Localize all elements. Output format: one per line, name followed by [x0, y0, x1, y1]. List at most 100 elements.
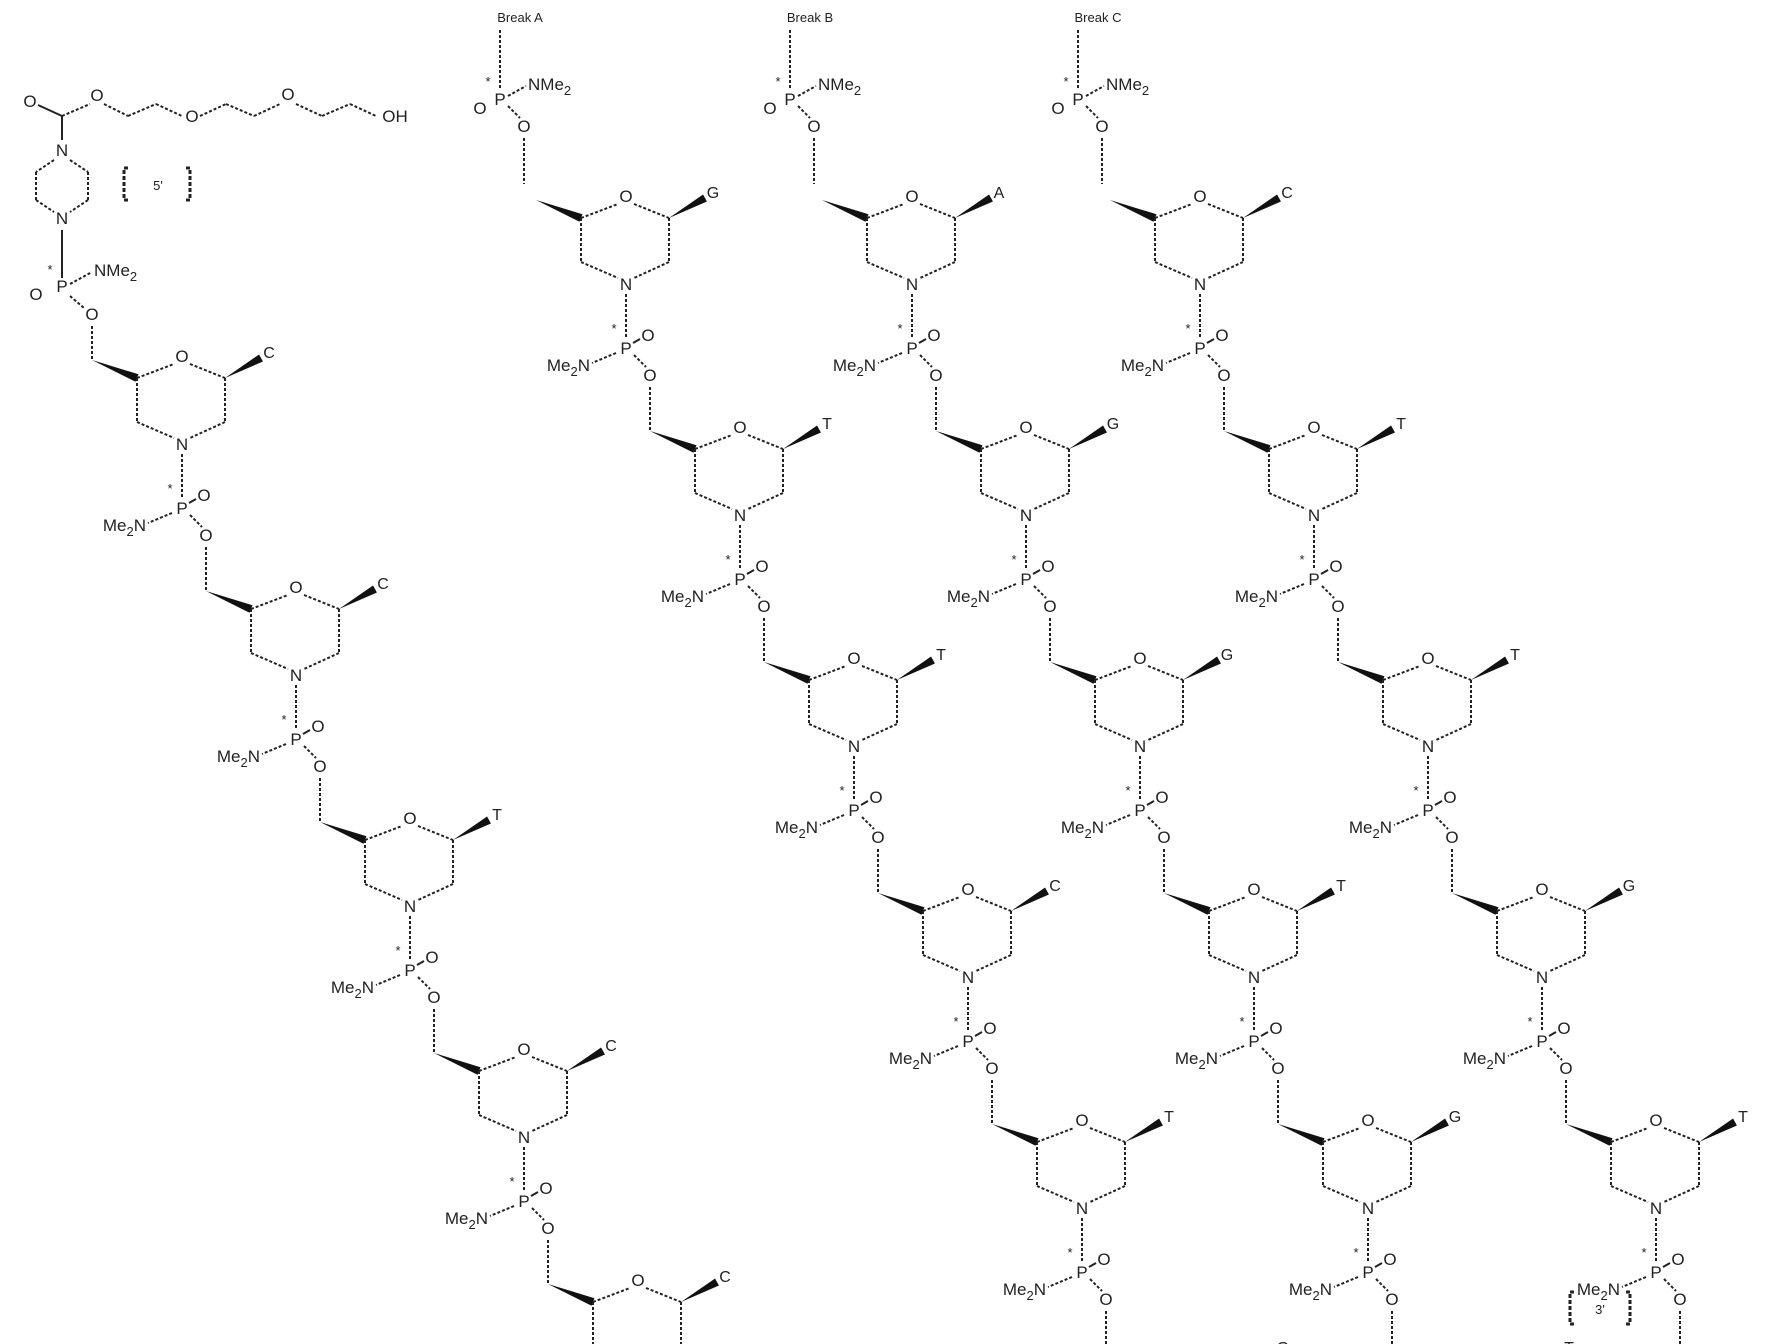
ring-nitrogen: N	[1422, 737, 1434, 756]
ester-oxygen: O	[807, 117, 820, 136]
bond	[1321, 434, 1358, 450]
morpholino-subunit: ONT	[1338, 647, 1520, 756]
bond	[225, 103, 255, 117]
phosphorus: P	[1422, 801, 1433, 820]
bond	[580, 261, 619, 279]
stereo-star: *	[281, 712, 286, 727]
wedge-bond	[1110, 200, 1157, 222]
phosphoryl-oxygen: O	[197, 486, 210, 505]
stereo-star: *	[897, 321, 902, 336]
wedge-bond	[92, 360, 139, 382]
ring-nitrogen: N	[1362, 1199, 1374, 1218]
bond	[1088, 1262, 1097, 1268]
wedge-bond	[1699, 1118, 1737, 1142]
wedge-bond	[992, 1124, 1039, 1146]
bond	[918, 338, 927, 344]
stereo-star: *	[611, 321, 616, 336]
bracket-right	[186, 166, 192, 202]
bond	[592, 1287, 631, 1303]
bond	[1268, 492, 1307, 510]
phosphorus: P	[1194, 339, 1205, 358]
wedge-bond	[225, 354, 263, 378]
me2n-label: Me2N	[1577, 1280, 1620, 1303]
bond	[250, 594, 289, 610]
ring-oxygen: O	[403, 809, 416, 828]
ring-nitrogen: N	[518, 1128, 530, 1147]
me2n-label: Me2N	[947, 587, 990, 610]
wedge-bond	[650, 431, 697, 453]
ring-oxygen: O	[905, 187, 918, 206]
nucleobase-label: G	[707, 185, 719, 202]
ester-oxygen: O	[427, 988, 440, 1007]
bond	[1375, 1278, 1389, 1292]
bond	[861, 723, 898, 741]
me2n-label: Me2N	[331, 978, 374, 1001]
bond	[860, 800, 869, 806]
bond	[189, 363, 226, 379]
bond	[136, 363, 175, 379]
me2n-label: Me2N	[217, 747, 260, 770]
phosphorus: P	[906, 339, 917, 358]
phosphorus: P	[518, 1192, 529, 1211]
me2n-label: Me2N	[661, 587, 704, 610]
bond	[808, 665, 847, 681]
bond	[632, 338, 641, 344]
bond	[507, 105, 521, 119]
wedge-bond	[1069, 425, 1107, 449]
me2n-label: Me2N	[833, 356, 876, 379]
bond	[591, 352, 617, 364]
ester-oxygen: O	[1673, 1290, 1686, 1309]
morpholino-subunit: ONT	[320, 807, 502, 916]
phosphorus: P	[1308, 570, 1319, 589]
ester-oxygen: O	[1217, 366, 1230, 385]
ring-nitrogen: N	[404, 897, 416, 916]
bond	[1219, 1045, 1245, 1057]
morpholino-subunit: ONC	[434, 1038, 617, 1147]
ring-oxygen: O	[175, 347, 188, 366]
bond	[261, 743, 287, 755]
bond	[1208, 954, 1247, 972]
bond	[975, 1047, 989, 1061]
bond	[1147, 816, 1161, 830]
morpholino-subunit: ONG	[1452, 878, 1635, 987]
bond	[1268, 434, 1307, 450]
bond	[1382, 665, 1421, 681]
break-label-start: Break A	[497, 10, 543, 25]
bond	[933, 1045, 959, 1057]
ester-oxygen: O	[85, 305, 98, 324]
bond	[1206, 338, 1215, 344]
bond	[1147, 723, 1184, 741]
bond	[507, 85, 527, 97]
ester-oxygen: O	[313, 757, 326, 776]
bond	[1662, 1262, 1671, 1268]
stereo-star: *	[953, 1014, 958, 1029]
bond	[303, 652, 340, 670]
phosphoryl-oxygen: O	[869, 788, 882, 807]
wedge-bond	[1243, 194, 1281, 218]
ring-nitrogen: N	[1650, 1199, 1662, 1218]
stereo-star: *	[1641, 1245, 1646, 1260]
phosphoryl-oxygen: O	[1155, 788, 1168, 807]
bond	[1321, 492, 1358, 510]
bond	[633, 354, 647, 368]
bond	[1085, 105, 1099, 119]
bond	[136, 421, 175, 439]
morpholino-subunit: ONT	[992, 1109, 1174, 1218]
bond	[250, 652, 289, 670]
wedge-bond	[764, 662, 811, 684]
stereo-star: *	[775, 74, 780, 89]
morpholino-subunit: ONA	[1763, 1342, 1776, 1344]
bond	[416, 960, 425, 966]
phosphoryl-oxygen: O	[1097, 1250, 1110, 1269]
bond	[1382, 723, 1421, 741]
bond	[1089, 1278, 1103, 1292]
bond	[1621, 1276, 1647, 1288]
bond	[478, 1114, 517, 1132]
me2n-label: Me2N	[775, 818, 818, 841]
ester-oxygen: O	[541, 1219, 554, 1238]
me2n-label: Me2N	[1121, 356, 1164, 379]
bond	[1663, 1185, 1700, 1203]
hydroxyl-terminus: OH	[382, 107, 408, 126]
